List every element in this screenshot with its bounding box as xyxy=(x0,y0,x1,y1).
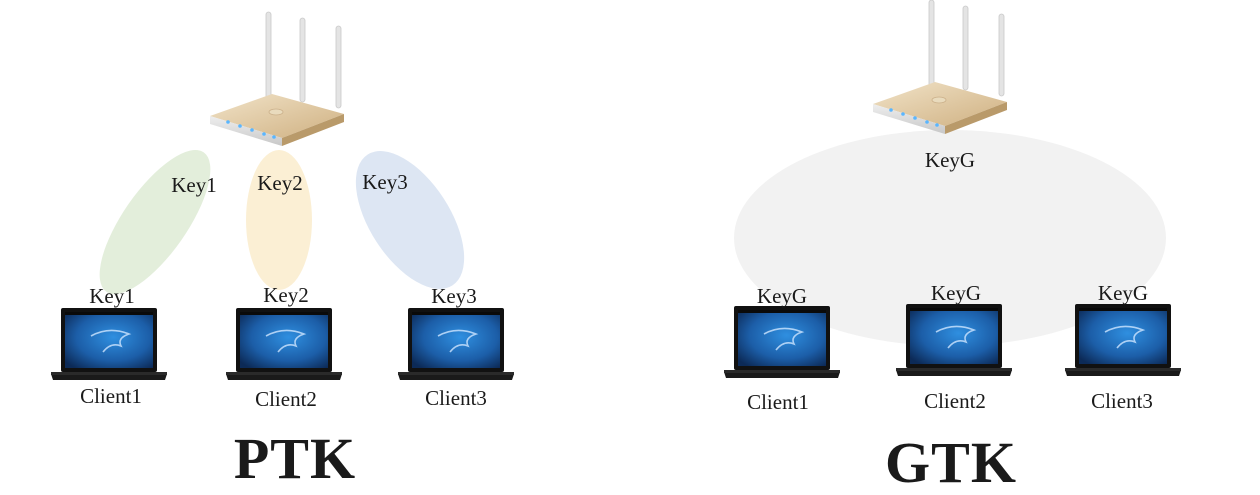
client-name: Client1 xyxy=(80,384,142,408)
client-key-label: KeyG xyxy=(930,281,982,305)
client-name: Client3 xyxy=(1091,389,1153,413)
client-key-label: KeyG xyxy=(756,284,808,308)
laptop-icon xyxy=(50,307,168,381)
key2-beam xyxy=(246,150,312,290)
laptop-icon xyxy=(225,307,343,381)
client-key-label: KeyG xyxy=(1097,281,1149,305)
laptop-icon xyxy=(1064,303,1182,377)
ptk-title: PTK xyxy=(233,426,357,491)
client-name: Client2 xyxy=(255,387,317,411)
client-name: Client1 xyxy=(747,390,809,414)
key3-beam xyxy=(355,151,465,289)
client-name: Client3 xyxy=(425,386,487,410)
client-key-label: Key3 xyxy=(431,284,477,308)
client-name: Client2 xyxy=(924,389,986,413)
group-key-label: KeyG xyxy=(924,148,976,172)
group-key-area xyxy=(734,130,1166,346)
key1-beam xyxy=(99,149,211,295)
beam-label-key3: Key3 xyxy=(362,170,408,194)
beam-label-key2: Key2 xyxy=(257,171,303,195)
laptop-icon xyxy=(895,303,1013,377)
client-key-label: Key2 xyxy=(263,283,309,307)
laptop-icon xyxy=(723,305,841,379)
gtk-title: GTK xyxy=(885,430,1017,495)
beam-label-key1: Key1 xyxy=(171,173,217,197)
client-key-label: Key1 xyxy=(89,284,135,308)
laptop-icon xyxy=(397,307,515,381)
